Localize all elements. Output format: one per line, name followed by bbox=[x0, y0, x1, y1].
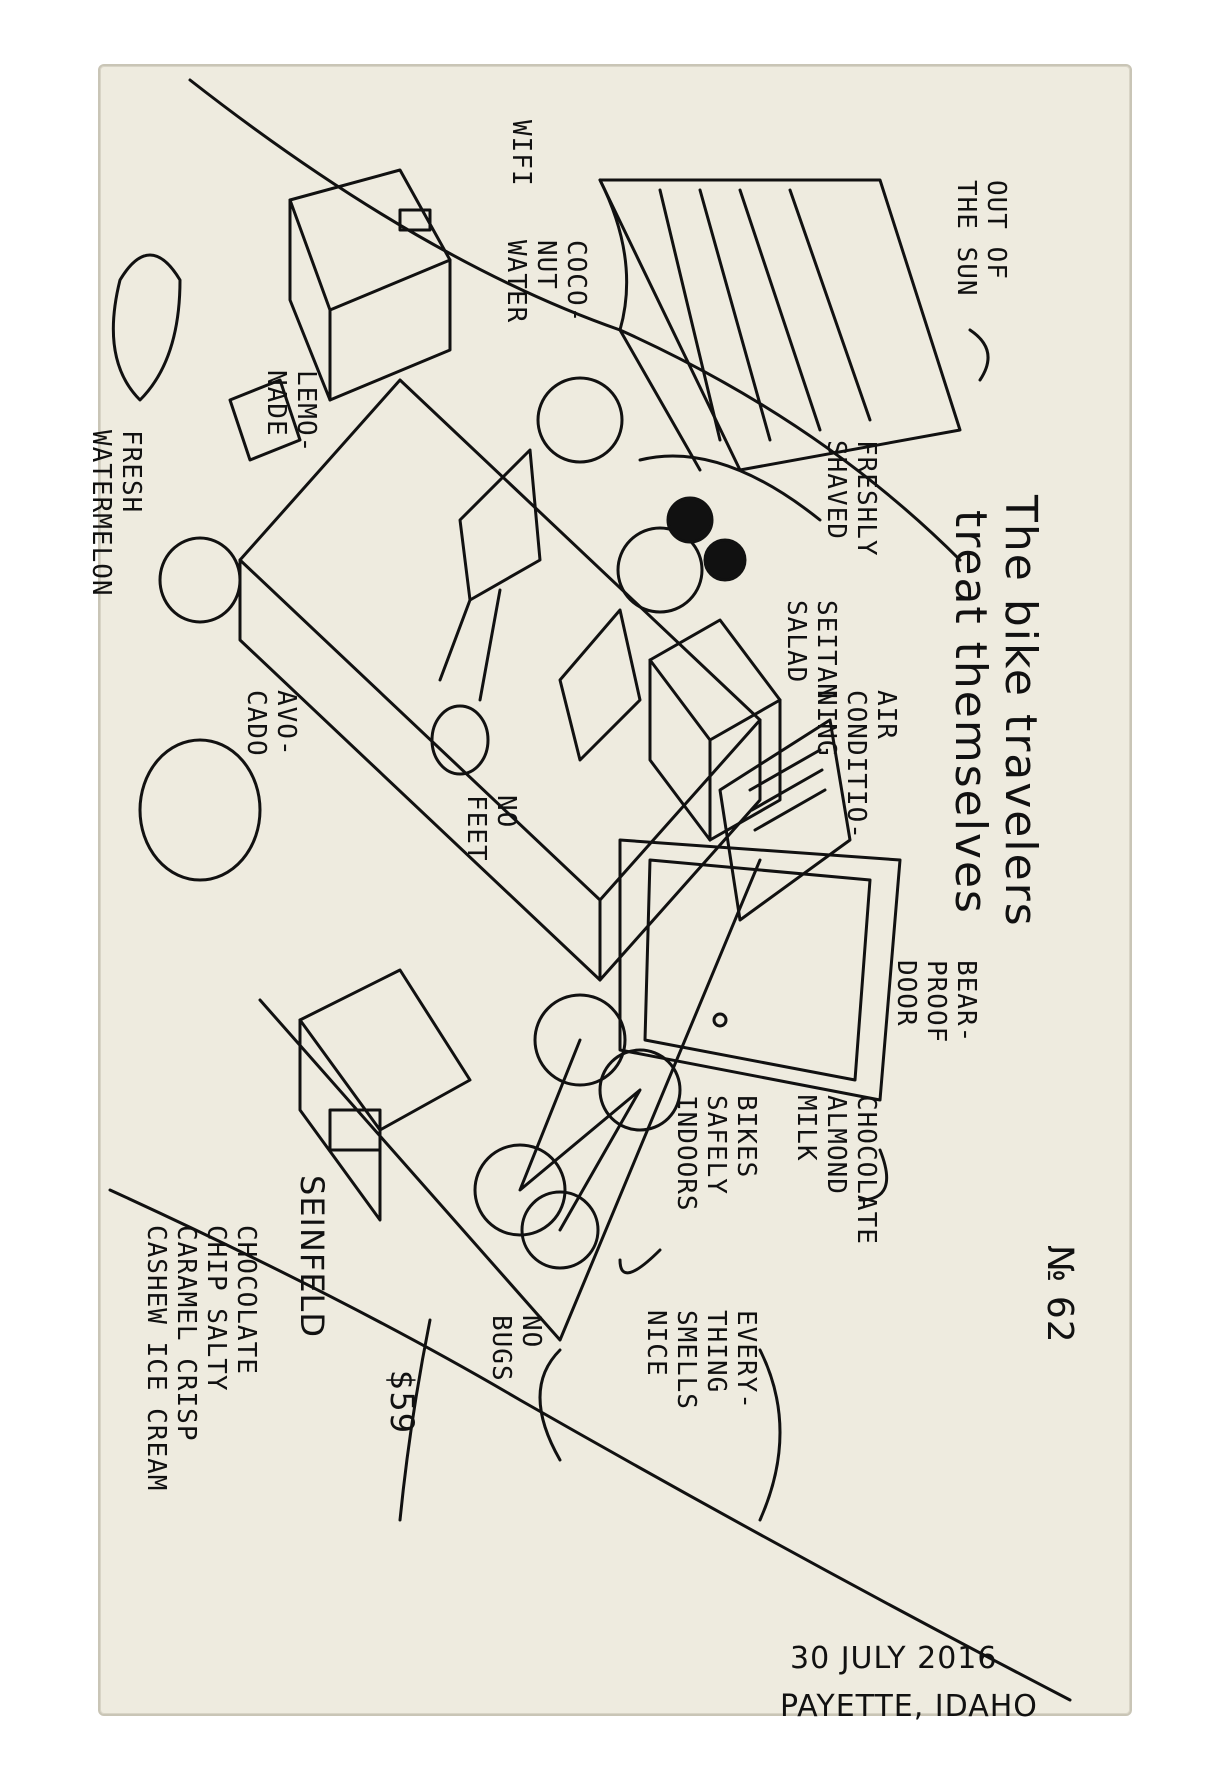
floor-line bbox=[258, 858, 762, 1342]
coconut-drawing bbox=[111, 253, 182, 402]
avocado-drawing bbox=[430, 704, 490, 776]
postcard-place: PAYETTE, IDAHO bbox=[780, 1689, 1038, 1724]
label-bikes-safely-indoors: BIKES SAFELY INDOORS bbox=[671, 1095, 761, 1212]
postcard-date: 30 JULY 2016 bbox=[790, 1641, 998, 1676]
label-no-feet: NO FEET bbox=[461, 795, 521, 862]
lemonade-drawing bbox=[228, 378, 302, 462]
label-seinfeld: SEINFELD bbox=[293, 1175, 331, 1338]
title-line-1: The bike travelers bbox=[995, 495, 1046, 928]
label-ice-cream: CHOCOLATE CHIP SALTY CARAMEL CRISP CASHE… bbox=[141, 1225, 261, 1492]
label-price: $59 bbox=[383, 1370, 421, 1435]
arrow-bear-door bbox=[858, 1148, 889, 1202]
arrow-out-of-sun bbox=[968, 328, 990, 382]
bed-drawing bbox=[238, 378, 762, 982]
arrow-bikes bbox=[618, 1248, 662, 1275]
watermelon-drawing bbox=[158, 536, 242, 624]
label-out-of-sun: OUT OF THE SUN bbox=[951, 180, 1011, 297]
figure-girl-drawing bbox=[558, 496, 747, 762]
arrow-price bbox=[398, 1318, 432, 1522]
label-coconut-water: COCO- NUT WATER bbox=[501, 240, 591, 324]
label-wifi: WIFI bbox=[506, 120, 536, 187]
label-air-conditioning: AIR CONDITIO- NING bbox=[811, 690, 901, 840]
label-freshly-shaved: FRESHLY SHAVED bbox=[821, 440, 881, 557]
icecream-bowl-drawing bbox=[138, 738, 262, 882]
label-avocado: AVO- CADO bbox=[241, 690, 301, 757]
label-bear-proof-door: BEAR- PROOF DOOR bbox=[891, 960, 981, 1044]
title-line-2: treat themselves bbox=[945, 510, 996, 915]
arrow-no-bugs bbox=[538, 1348, 562, 1462]
label-seitan-salad: SEITAN SALAD bbox=[781, 600, 841, 700]
tv-drawing bbox=[298, 968, 472, 1222]
arrow-freshly-shaved bbox=[638, 454, 822, 522]
arrow-everything bbox=[758, 1348, 782, 1522]
air-conditioner-drawing bbox=[718, 718, 852, 922]
door-drawing bbox=[618, 838, 902, 1102]
bikes-drawing bbox=[473, 993, 682, 1270]
label-lemonade: LEMO- NADE bbox=[261, 370, 321, 454]
label-chocolate-almond-milk: CHOCOLATE ALMOND MILK bbox=[791, 1095, 881, 1245]
postcard-number: № 62 bbox=[1039, 1245, 1080, 1344]
label-no-bugs: NO BUGS bbox=[486, 1315, 546, 1382]
dresser-left-drawing bbox=[288, 168, 452, 402]
label-fresh-watermelon: FRESH WATERMELON bbox=[86, 430, 146, 597]
label-everything-smells-nice: EVERY- THING SMELLS NICE bbox=[641, 1310, 761, 1410]
figure-boy-drawing bbox=[438, 376, 624, 702]
postcard bbox=[98, 64, 1132, 1716]
dresser-right-drawing bbox=[648, 618, 782, 842]
curtain-drawing bbox=[598, 178, 962, 472]
